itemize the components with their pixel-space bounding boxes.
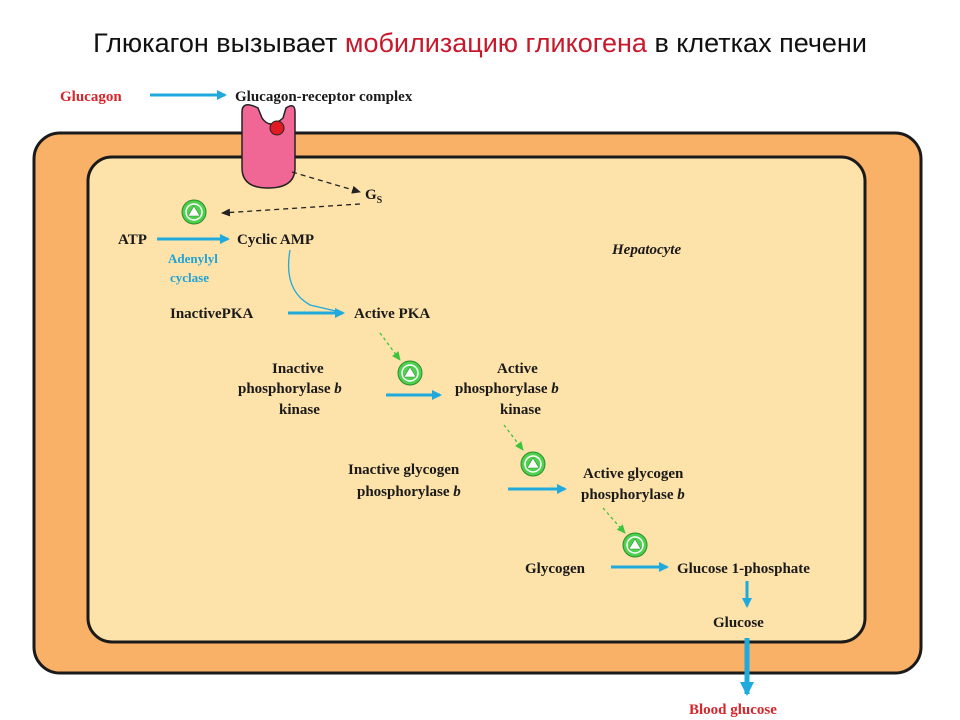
adenylyl-cyclase-label-line1: Adenylyl — [168, 251, 218, 266]
active-phk-label-line2: phosphorylase b — [455, 381, 559, 397]
slide-title: Глюкагон вызывает мобилизацию гликогена … — [0, 28, 960, 59]
inactive-gp-label-line2: phosphorylase b — [357, 484, 461, 500]
inactive-phk-label-line3: kinase — [279, 402, 320, 418]
active-phk-label-line3: kinase — [500, 402, 541, 418]
arrow-phk-to-gp-activation — [503, 424, 524, 451]
glucagon-ligand — [269, 120, 285, 136]
cell-cytoplasm — [86, 155, 867, 644]
blood-glucose-label: Blood glucose — [689, 702, 777, 718]
glucose-1-phosphate-label: Glucose 1-phosphate — [677, 561, 810, 577]
glycogen-label: Glycogen — [525, 561, 586, 577]
arrow-receptor-to-gs — [291, 171, 361, 194]
activation-icon — [397, 360, 423, 386]
activation-icon — [520, 451, 546, 477]
title-highlight: мобилизацию гликогена — [344, 28, 647, 58]
hepatocyte-label: Hepatocyte — [611, 242, 681, 258]
inactive-phk-label-line1: Inactive — [272, 361, 324, 377]
active-gp-label-line2: phosphorylase b — [581, 487, 685, 503]
inactive-gp-label-line1: Inactive glycogen — [348, 462, 460, 478]
active-pka-label: Active PKA — [354, 306, 430, 322]
active-gp-label-line1: Active glycogen — [583, 466, 684, 482]
glucose-label: Glucose — [713, 615, 764, 631]
cyclic-amp-label: Cyclic AMP — [237, 232, 314, 248]
atp-label: ATP — [118, 232, 147, 248]
activation-icon — [622, 532, 648, 558]
active-phk-label-line1: Active — [497, 361, 538, 377]
glucagon-label: Glucagon — [60, 89, 122, 105]
activation-icon — [181, 199, 207, 225]
adenylyl-cyclase-label-line2: cyclase — [170, 270, 209, 285]
receptor-complex-label: Glucagon-receptor complex — [235, 89, 413, 105]
inactive-pka-label: InactivePKA — [170, 306, 253, 322]
title-part-1: Глюкагон вызывает — [93, 28, 345, 58]
inactive-phk-label-line2: phosphorylase b — [238, 381, 342, 397]
arrow-camp-to-pka — [287, 249, 341, 313]
title-part-2: в клетках печени — [646, 28, 867, 58]
gs-label: GS — [365, 187, 383, 206]
glucagon-receptor — [241, 104, 296, 189]
